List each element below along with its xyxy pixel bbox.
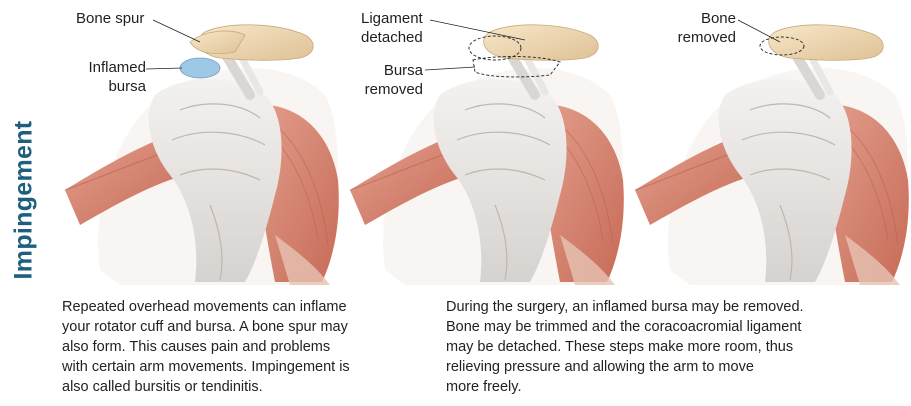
- label-bone-line1: Bone: [701, 10, 736, 27]
- shoulder-illustration-1: [60, 0, 340, 285]
- label-ligament-line1: Ligament: [361, 10, 423, 27]
- label-bone-removed: Bone removed: [668, 9, 736, 47]
- caption-left-line: also form. This causes pain and problems: [62, 337, 350, 357]
- label-inflamed-line2: bursa: [108, 78, 146, 95]
- caption-right-line: relieving pressure and allowing the arm …: [446, 357, 804, 377]
- inflamed-bursa-shape: [180, 58, 220, 78]
- caption-right-line: more freely.: [446, 377, 804, 397]
- panel-inflamed: Bone spur Inflamed bursa: [60, 0, 340, 285]
- panel-surgery: Ligament detached Bursa removed: [345, 0, 625, 285]
- label-bursa-line1: Bursa: [384, 62, 423, 79]
- side-title-container: Impingement: [0, 0, 48, 406]
- label-bone-line2: removed: [678, 29, 736, 46]
- label-ligament-detached: Ligament detached: [361, 9, 423, 47]
- caption-left-line: Repeated overhead movements can inflame: [62, 297, 350, 317]
- caption-left-line: your rotator cuff and bursa. A bone spur…: [62, 317, 350, 337]
- caption-right-line: Bone may be trimmed and the coracoacromi…: [446, 317, 804, 337]
- caption-left-line: with certain arm movements. Impingement …: [62, 357, 350, 377]
- caption-left: Repeated overhead movements can inflame …: [62, 297, 350, 397]
- label-bursa-removed: Bursa removed: [355, 61, 423, 99]
- caption-right: During the surgery, an inflamed bursa ma…: [446, 297, 804, 397]
- caption-right-line: During the surgery, an inflamed bursa ma…: [446, 297, 804, 317]
- side-title: Impingement: [10, 121, 39, 280]
- caption-left-line: also called bursitis or tendinitis.: [62, 377, 350, 397]
- panel-bone-removed: Bone removed: [630, 0, 910, 285]
- label-inflamed-bursa: Inflamed bursa: [76, 58, 146, 96]
- label-bone-spur: Bone spur: [76, 9, 144, 28]
- label-bursa-line2: removed: [365, 81, 423, 98]
- label-ligament-line2: detached: [361, 29, 423, 46]
- label-inflamed-line1: Inflamed: [88, 59, 146, 76]
- caption-right-line: may be detached. These steps make more r…: [446, 337, 804, 357]
